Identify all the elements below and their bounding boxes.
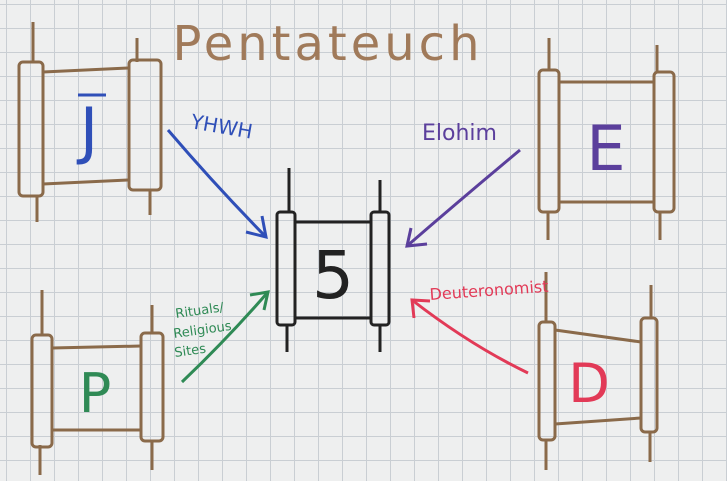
annotation-p-line-3: Sites [173,342,207,361]
annotation-p-line-1: Rituals/ [174,300,225,322]
scroll-j [17,22,163,222]
annotation-j: YHWH [188,109,254,144]
arrow-p-to-center [180,290,270,384]
source-letter-e: E [586,112,625,185]
annotation-d: Deuteronomist [429,277,549,304]
scroll-e [537,38,676,240]
annotation-e: Elohim [422,121,497,146]
source-letter-j: J [76,94,98,167]
arrow-e-to-center [405,148,521,248]
center-label: 5 [312,237,354,314]
scroll-p [30,290,165,475]
arrow-d-to-center [410,298,529,375]
scroll-center [275,168,391,352]
diagram-title: Pentateuch [172,16,483,72]
annotation-p: Rituals/ Religious Sites [172,300,232,361]
arrow-j-to-center [166,129,268,240]
scroll-d [537,272,659,470]
source-letter-p: P [79,362,112,425]
source-letter-d: D [568,352,610,415]
